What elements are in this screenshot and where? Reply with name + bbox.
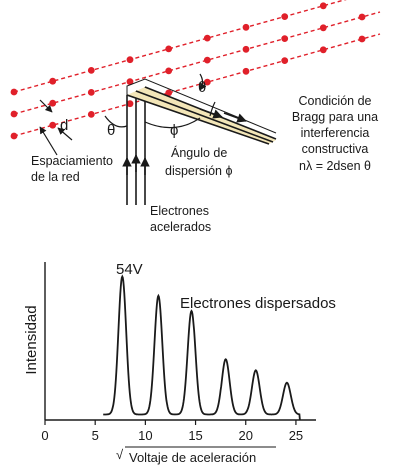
angle-arcs — [104, 73, 216, 129]
scattered-beam — [126, 78, 277, 145]
lattice-atom — [49, 99, 57, 107]
peak-label-54v: 54V — [116, 261, 143, 278]
bragg-line2: Bragg para una — [292, 110, 378, 124]
electrons-label-line1: Electrones — [150, 204, 209, 218]
lattice-atom — [319, 2, 327, 10]
angle-label-line1: Ángulo de — [171, 145, 227, 160]
theta-top-label: θ — [198, 79, 206, 96]
lattice-atom — [10, 88, 18, 96]
lattice-atom — [165, 45, 173, 53]
lattice-atom — [165, 67, 173, 75]
lattice-atom — [126, 56, 134, 64]
electrons-label-line2: acelerados — [150, 220, 211, 234]
y-axis-label: Intensidad — [23, 305, 40, 374]
spacing-label-line2: de la red — [31, 170, 80, 184]
lattice-atom — [87, 111, 95, 118]
bragg-line5: nλ = 2dsen θ — [299, 159, 371, 173]
lattice-plane — [13, 33, 381, 137]
lattice-atom — [242, 23, 250, 31]
lattice-atom — [49, 77, 57, 85]
intensity-curve — [103, 274, 301, 421]
lattice-atom — [87, 67, 95, 74]
lattice-atom — [281, 57, 289, 64]
lattice-atom — [242, 67, 250, 75]
scattered-electrons-label: Electrones dispersados — [180, 295, 336, 312]
spacing-marker — [39, 99, 73, 156]
lattice-plane — [13, 11, 381, 115]
d-label: d — [60, 117, 68, 134]
lattice-atom — [10, 110, 18, 118]
lattice-atom — [203, 34, 211, 42]
lattice-atom — [165, 89, 173, 97]
x-tick-label: 10 — [138, 428, 152, 443]
x-tick-label: 15 — [188, 428, 202, 443]
lattice-atom — [281, 35, 289, 42]
intensity-chart: 0 5 10 15 20 25 Intensidad 54V Electrones dis… — [23, 261, 336, 465]
bragg-condition: Condición de Bragg para una interferenci… — [292, 94, 378, 173]
lattice-atom — [126, 100, 134, 108]
spacing-label-line1: Espaciamiento — [31, 154, 113, 168]
lattice-atom — [358, 13, 366, 21]
lattice-atom — [49, 121, 57, 129]
phi-label: ϕ — [170, 122, 178, 139]
crystal-lattice — [10, 0, 381, 140]
lattice-atom — [10, 132, 18, 140]
angle-label-line2: dispersión ϕ — [165, 164, 232, 178]
lattice-atom — [281, 13, 289, 20]
x-ticks: 0 5 10 15 20 25 — [41, 420, 303, 443]
bragg-line4: constructiva — [302, 142, 369, 156]
x-axis-label: Voltaje de aceleración — [129, 450, 256, 465]
bragg-line3: interferencia — [301, 126, 370, 140]
bragg-line1: Condición de — [299, 94, 372, 108]
lattice-atom — [87, 89, 95, 96]
lattice-atom — [242, 45, 250, 53]
x-tick-label: 25 — [289, 428, 303, 443]
lattice-plane — [13, 0, 347, 93]
x-tick-label: 0 — [41, 428, 48, 443]
lattice-atom — [319, 46, 327, 54]
lattice-atom — [358, 35, 366, 43]
lattice-atom — [126, 78, 134, 86]
incident-beam — [122, 87, 150, 205]
lattice-atom — [319, 24, 327, 32]
sqrt-symbol: √ — [116, 447, 124, 462]
theta-left-label: θ — [107, 122, 115, 139]
x-tick-label: 5 — [92, 428, 99, 443]
x-tick-label: 20 — [239, 428, 253, 443]
lattice-atom — [203, 56, 211, 64]
